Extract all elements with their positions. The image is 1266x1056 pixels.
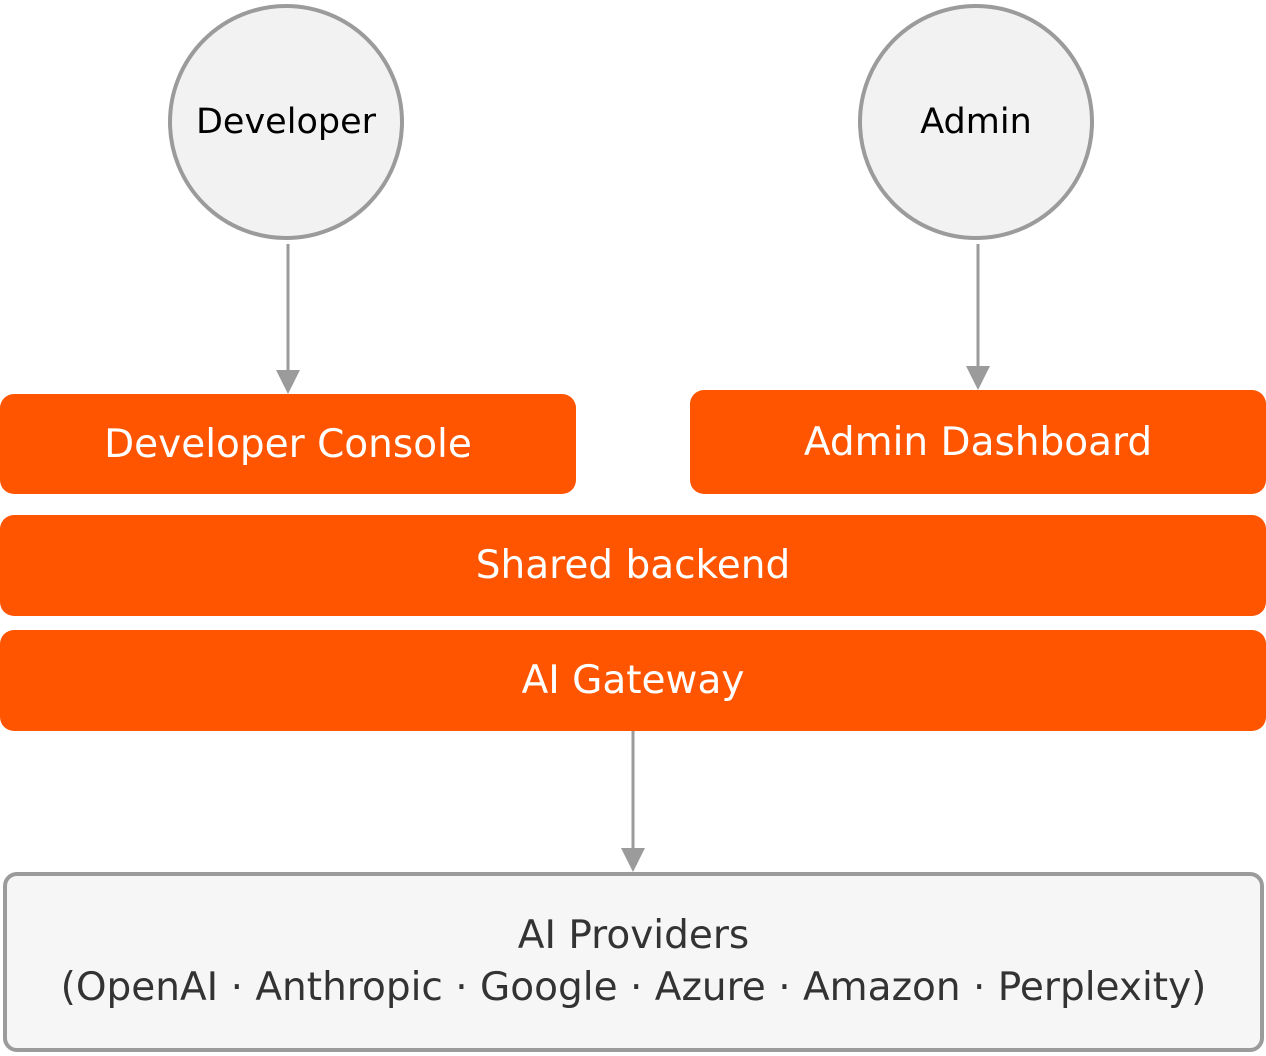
arrow-developer-to-console [276, 244, 300, 394]
developer-console-label: Developer Console [104, 421, 472, 467]
ai-gateway-box: AI Gateway [0, 630, 1266, 731]
arrow-admin-to-dashboard [966, 244, 990, 390]
developer-actor-label: Developer [195, 102, 376, 142]
admin-actor-node: Admin [858, 4, 1094, 240]
ai-providers-title: AI Providers [517, 913, 750, 958]
ai-gateway-label: AI Gateway [521, 658, 745, 703]
admin-actor-label: Admin [920, 102, 1032, 142]
developer-actor-node: Developer [168, 4, 404, 240]
developer-console-box: Developer Console [0, 394, 576, 494]
admin-dashboard-box: Admin Dashboard [690, 390, 1266, 494]
shared-backend-label: Shared backend [475, 543, 791, 588]
arrow-gateway-to-providers [621, 731, 645, 872]
ai-providers-box: AI Providers (OpenAI · Anthropic · Googl… [3, 872, 1264, 1052]
admin-dashboard-label: Admin Dashboard [803, 419, 1153, 465]
ai-providers-list: (OpenAI · Anthropic · Google · Azure · A… [60, 965, 1207, 1010]
shared-backend-box: Shared backend [0, 515, 1266, 616]
